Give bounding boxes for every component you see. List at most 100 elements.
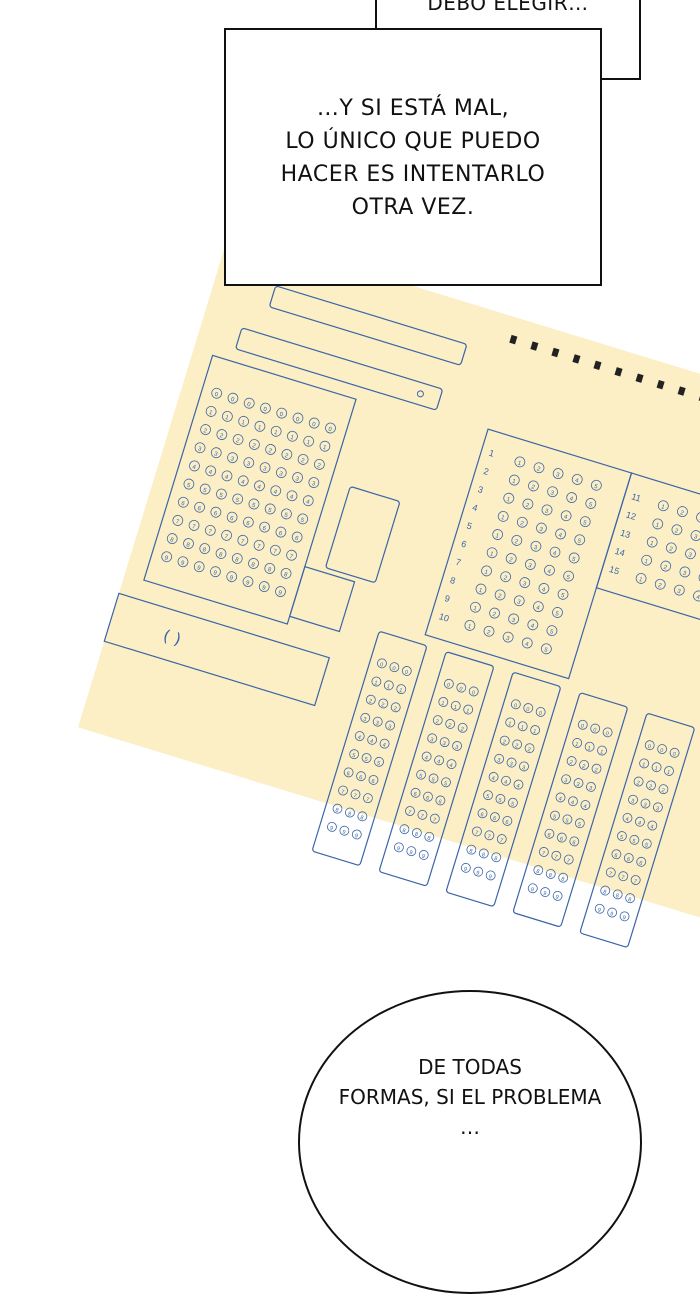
digit-bubble: 0 <box>590 723 601 734</box>
signature-strip <box>103 592 331 707</box>
digit-bubble: 1 <box>205 406 217 417</box>
digit-bubble: 3 <box>427 733 438 744</box>
digit-bubble: 6 <box>611 849 622 859</box>
digit-bubble: 7 <box>237 534 249 546</box>
digit-bubble: 1 <box>584 741 595 752</box>
timing-mark <box>572 354 581 364</box>
digit-bubble: 3 <box>628 794 638 805</box>
svg-text:4: 4 <box>695 595 700 602</box>
digit-bubble: 9 <box>161 551 173 562</box>
svg-text:4: 4 <box>563 514 569 521</box>
svg-text:2: 2 <box>594 767 599 774</box>
digit-bubble: 5 <box>361 753 372 763</box>
answer-bubble: 2 <box>483 625 495 637</box>
digit-bubble: 7 <box>538 847 549 857</box>
digit-column-box <box>379 651 494 887</box>
digit-bubble: 7 <box>221 529 232 541</box>
svg-text:7: 7 <box>272 549 278 556</box>
svg-text:0: 0 <box>214 392 220 399</box>
svg-text:5: 5 <box>549 629 555 636</box>
timing-mark <box>530 341 539 351</box>
svg-text:7: 7 <box>474 830 479 837</box>
svg-text:2: 2 <box>497 593 503 600</box>
svg-text:2: 2 <box>284 453 290 460</box>
digit-bubble: 5 <box>574 818 585 828</box>
svg-text:8: 8 <box>468 848 473 855</box>
svg-text:2: 2 <box>519 521 525 528</box>
digit-bubble: 6 <box>569 836 580 847</box>
digit-bubble: 9 <box>327 821 337 832</box>
answer-bubble: 4 <box>521 637 533 648</box>
svg-text:2: 2 <box>514 743 519 750</box>
svg-text:2: 2 <box>663 565 669 572</box>
svg-text:0: 0 <box>279 412 285 419</box>
svg-text:1: 1 <box>241 420 247 427</box>
svg-text:8: 8 <box>202 547 208 554</box>
digit-bubble: 2 <box>313 458 325 470</box>
digit-bubble: 9 <box>226 571 238 582</box>
svg-text:1: 1 <box>638 577 644 584</box>
digit-bubbles-left: 0123456789012345678901234567890123456789… <box>161 387 336 597</box>
digit-bubble: 5 <box>428 773 439 784</box>
answer-bubble: 5 <box>568 552 580 563</box>
svg-text:7: 7 <box>191 524 197 531</box>
digit-bubble: 8 <box>332 803 343 814</box>
svg-text:5: 5 <box>619 835 624 842</box>
answer-bubble: 4 <box>571 474 583 485</box>
question-number: 8 <box>449 575 457 586</box>
svg-text:5: 5 <box>560 593 566 600</box>
svg-text:7: 7 <box>256 544 262 551</box>
svg-text:8: 8 <box>414 832 419 839</box>
digit-bubble: 1 <box>505 717 516 728</box>
svg-text:1: 1 <box>506 497 512 504</box>
svg-text:2: 2 <box>508 557 514 564</box>
digit-bubble: 1 <box>221 410 233 422</box>
digit-bubble: 0 <box>276 407 288 419</box>
digit-bubble: 2 <box>512 739 523 750</box>
answer-bubble: 3 <box>679 566 691 577</box>
digit-bubble: 0 <box>669 747 680 758</box>
digit-bubble: 6 <box>177 496 189 508</box>
svg-text:2: 2 <box>368 698 373 705</box>
svg-text:1: 1 <box>322 445 328 452</box>
digit-bubble: 9 <box>485 870 496 881</box>
svg-text:2: 2 <box>203 428 209 435</box>
answer-bubble: 5 <box>574 534 586 545</box>
digit-bubble: 8 <box>345 807 355 818</box>
digit-bubble: 3 <box>653 802 663 813</box>
svg-text:6: 6 <box>197 506 203 513</box>
digit-bubble: 4 <box>367 734 378 745</box>
answer-bubble: 1 <box>641 554 653 566</box>
digit-bubble: 2 <box>432 715 443 725</box>
digit-bubble: 6 <box>356 771 366 781</box>
svg-text:1: 1 <box>574 742 579 749</box>
svg-text:3: 3 <box>693 534 699 541</box>
svg-text:7: 7 <box>432 817 437 824</box>
svg-text:5: 5 <box>267 507 273 514</box>
svg-text:5: 5 <box>443 781 448 788</box>
digit-bubble: 8 <box>424 831 435 842</box>
svg-text:3: 3 <box>521 765 526 772</box>
answer-bubble: 5 <box>546 625 558 636</box>
digit-column-box <box>312 631 427 866</box>
digit-bubble: 7 <box>286 549 298 561</box>
svg-text:4: 4 <box>541 587 547 594</box>
digit-bubble: 3 <box>519 761 529 772</box>
timing-marks <box>509 334 700 403</box>
svg-text:4: 4 <box>256 484 262 491</box>
svg-text:8: 8 <box>359 815 364 822</box>
question-number: 12 <box>625 509 638 521</box>
question-number: 2 <box>482 466 490 477</box>
svg-text:1: 1 <box>224 415 230 422</box>
svg-text:5: 5 <box>552 814 557 821</box>
digit-bubble: 4 <box>488 772 499 782</box>
digit-bubble: 4 <box>221 470 233 481</box>
digit-bubble: 6 <box>556 832 567 843</box>
digit-bubble: 6 <box>226 511 238 523</box>
svg-text:3: 3 <box>454 745 459 752</box>
small-box <box>325 486 400 583</box>
svg-text:1: 1 <box>644 559 650 566</box>
answer-bubble: 3 <box>541 504 553 515</box>
digit-bubble: 1 <box>254 420 266 432</box>
svg-text:7: 7 <box>224 534 230 541</box>
